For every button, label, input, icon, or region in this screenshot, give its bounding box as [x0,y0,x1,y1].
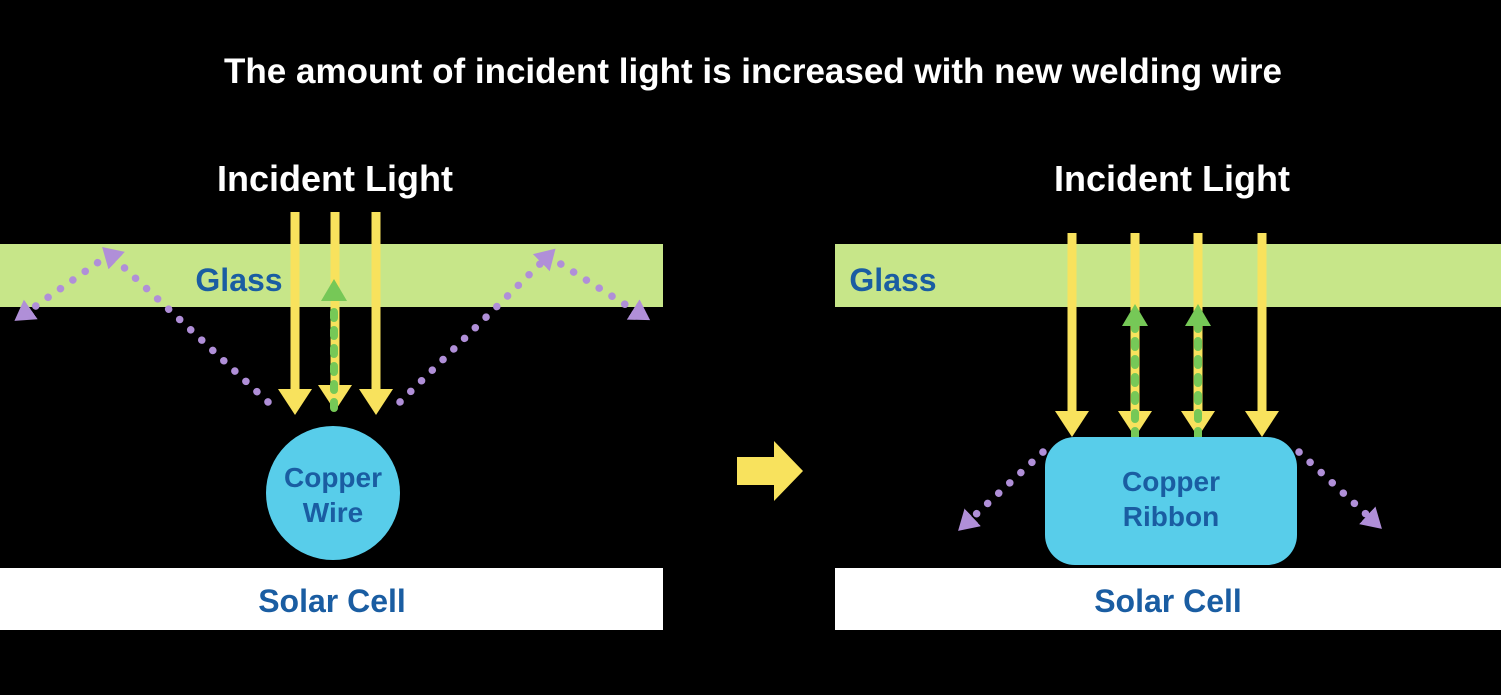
left-solar-cell-bar [0,568,663,630]
copper-ribbon-label-line2: Ribbon [1123,501,1219,532]
reflection-arrow-up-right-icon [396,248,556,406]
left-solar-cell-label: Solar Cell [258,583,406,619]
reflection-arrow-down-right-icon [544,252,651,321]
right-scattered-light-arrows [958,448,1382,531]
right-glass-bar [835,244,1501,307]
copper-wire-shape [266,426,400,560]
right-incident-light-label: Incident Light [1054,158,1290,199]
scatter-arrow-down-right-icon [1295,448,1382,529]
left-reflected-light-arrows [14,247,651,406]
right-returned-light-arrows [1122,304,1211,441]
right-solar-cell-label: Solar Cell [1094,583,1242,619]
right-panel: Incident Light Glass [835,158,1501,630]
copper-ribbon-shape [1045,437,1297,565]
copper-wire-label-line1: Copper [284,462,382,493]
right-solar-cell-bar [835,568,1501,630]
diagram-title: The amount of incident light is increase… [224,52,1282,91]
left-panel: Incident Light Glass Copper Wi [0,158,663,630]
left-glass-label: Glass [195,262,282,298]
scatter-arrow-down-left-icon [958,448,1047,531]
transition-arrow-icon [737,441,803,501]
right-glass-label: Glass [849,262,936,298]
reflection-arrow-up-left-icon [102,247,272,406]
copper-ribbon-label-line1: Copper [1122,466,1220,497]
left-incident-light-label: Incident Light [217,158,453,199]
copper-wire-label-line2: Wire [303,497,363,528]
reflection-arrow-down-left-icon [14,250,114,321]
